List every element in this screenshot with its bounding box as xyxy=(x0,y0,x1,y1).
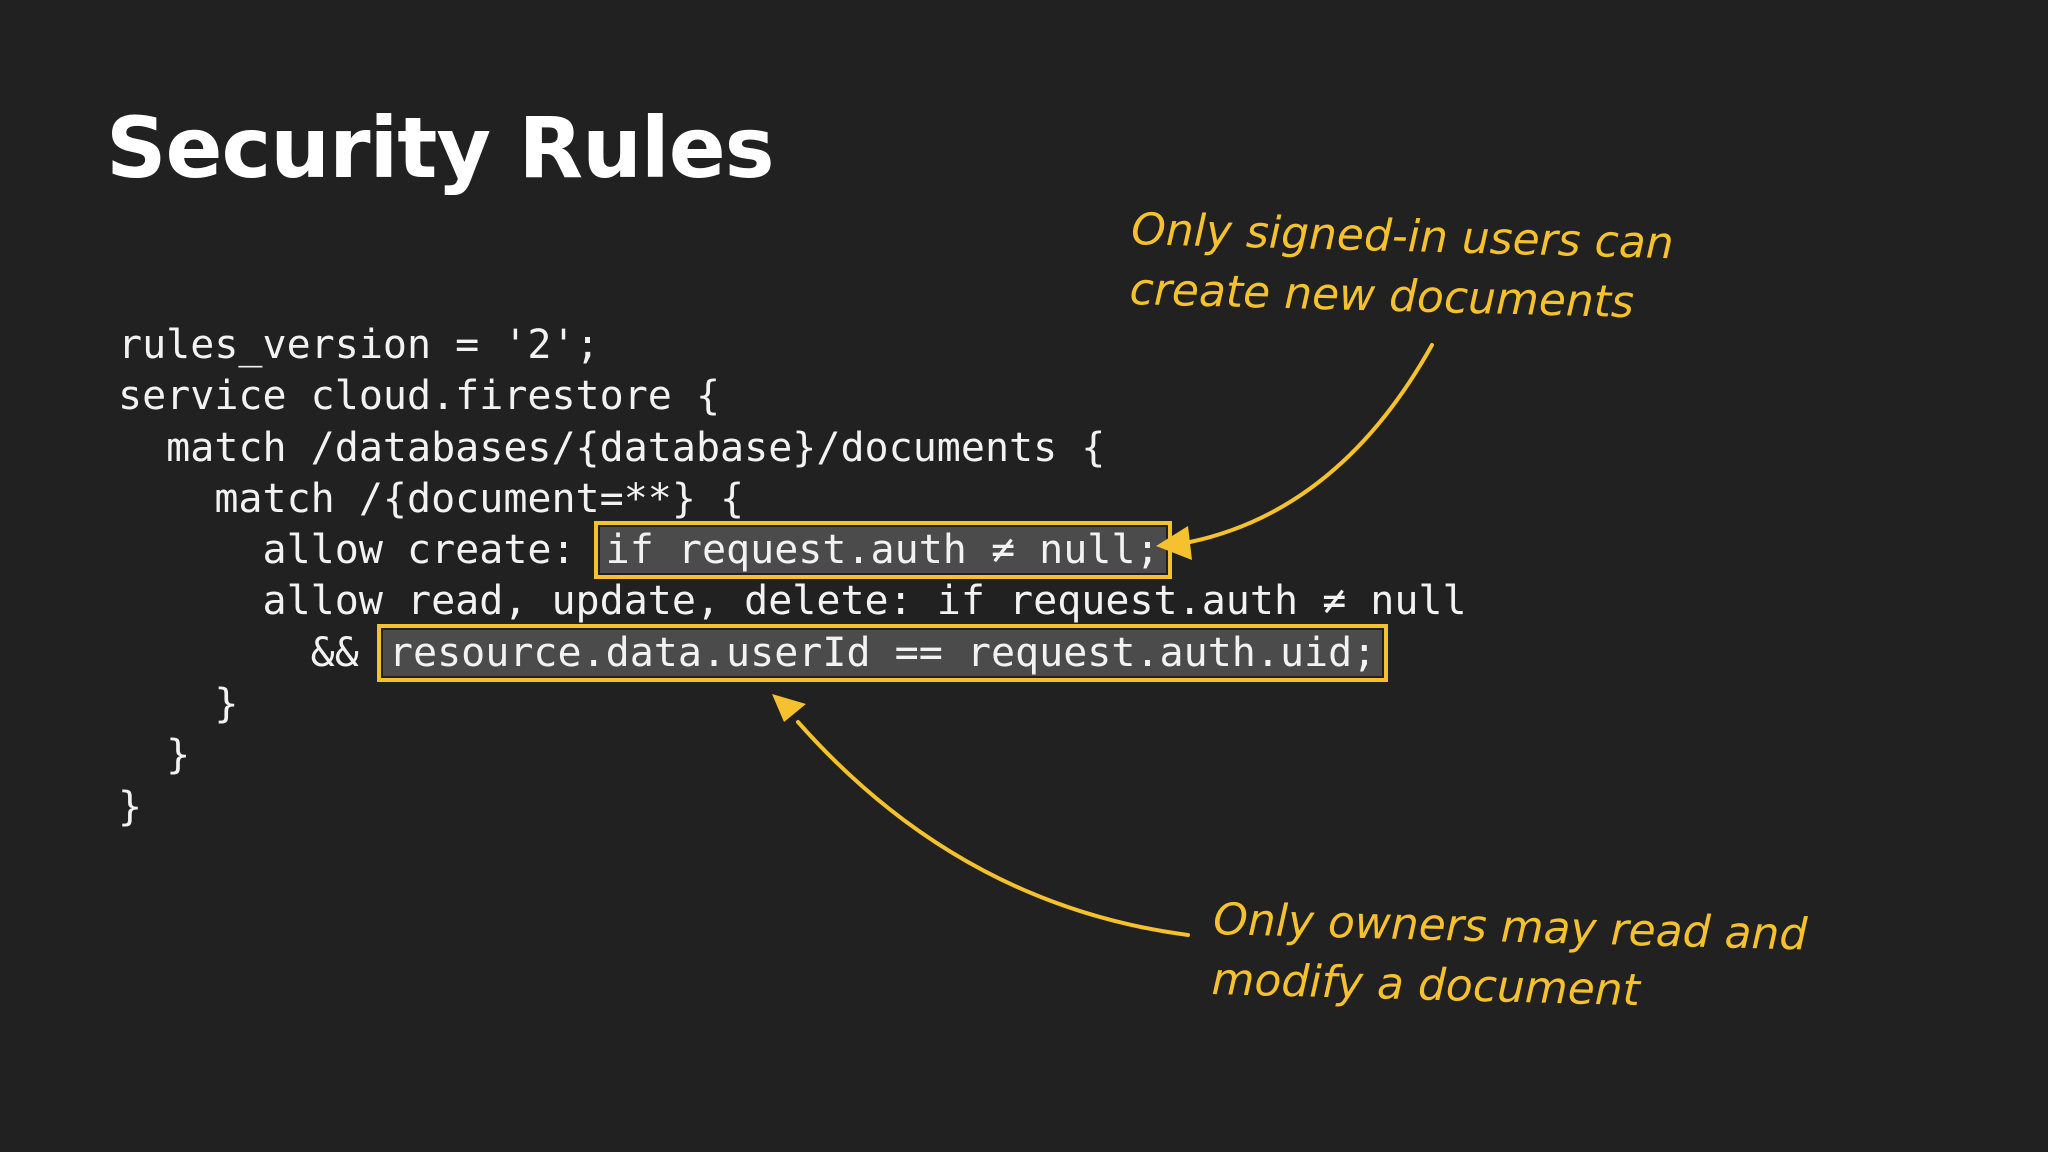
code-line-allow-create: allow create: if request.auth ≠ null; xyxy=(118,521,1467,580)
code-block: rules_version = '2'; service cloud.firest… xyxy=(118,320,1467,833)
code-text: allow create: xyxy=(118,527,600,574)
highlight-owner-condition: resource.data.userId == request.auth.uid… xyxy=(376,623,1389,682)
highlight-create-condition: if request.auth ≠ null; xyxy=(593,521,1172,580)
code-line: match /databases/{database}/documents { xyxy=(118,424,1106,471)
code-text: && xyxy=(118,629,383,676)
code-line-owner-check: && resource.data.userId == request.auth.… xyxy=(118,623,1467,682)
slide-title: Security Rules xyxy=(106,99,775,197)
code-line: allow read, update, delete: if request.a… xyxy=(118,578,1467,625)
code-line: match /{document=**} { xyxy=(118,475,745,522)
arrow-top-head xyxy=(1156,526,1192,560)
arrow-bottom-head xyxy=(772,694,806,722)
arrow-top-curve xyxy=(1188,343,1434,544)
code-line: } xyxy=(118,681,239,728)
code-line: service cloud.firestore { xyxy=(118,373,721,420)
annotation-owners: Only owners may read and modify a docume… xyxy=(1211,890,1808,1026)
code-line: } xyxy=(118,732,191,779)
code-line: rules_version = '2'; xyxy=(118,322,600,368)
code-line: } xyxy=(118,783,143,830)
annotation-signed-in: Only signed-in users can create new docu… xyxy=(1129,200,1675,334)
arrow-bottom-curve xyxy=(796,720,1190,937)
